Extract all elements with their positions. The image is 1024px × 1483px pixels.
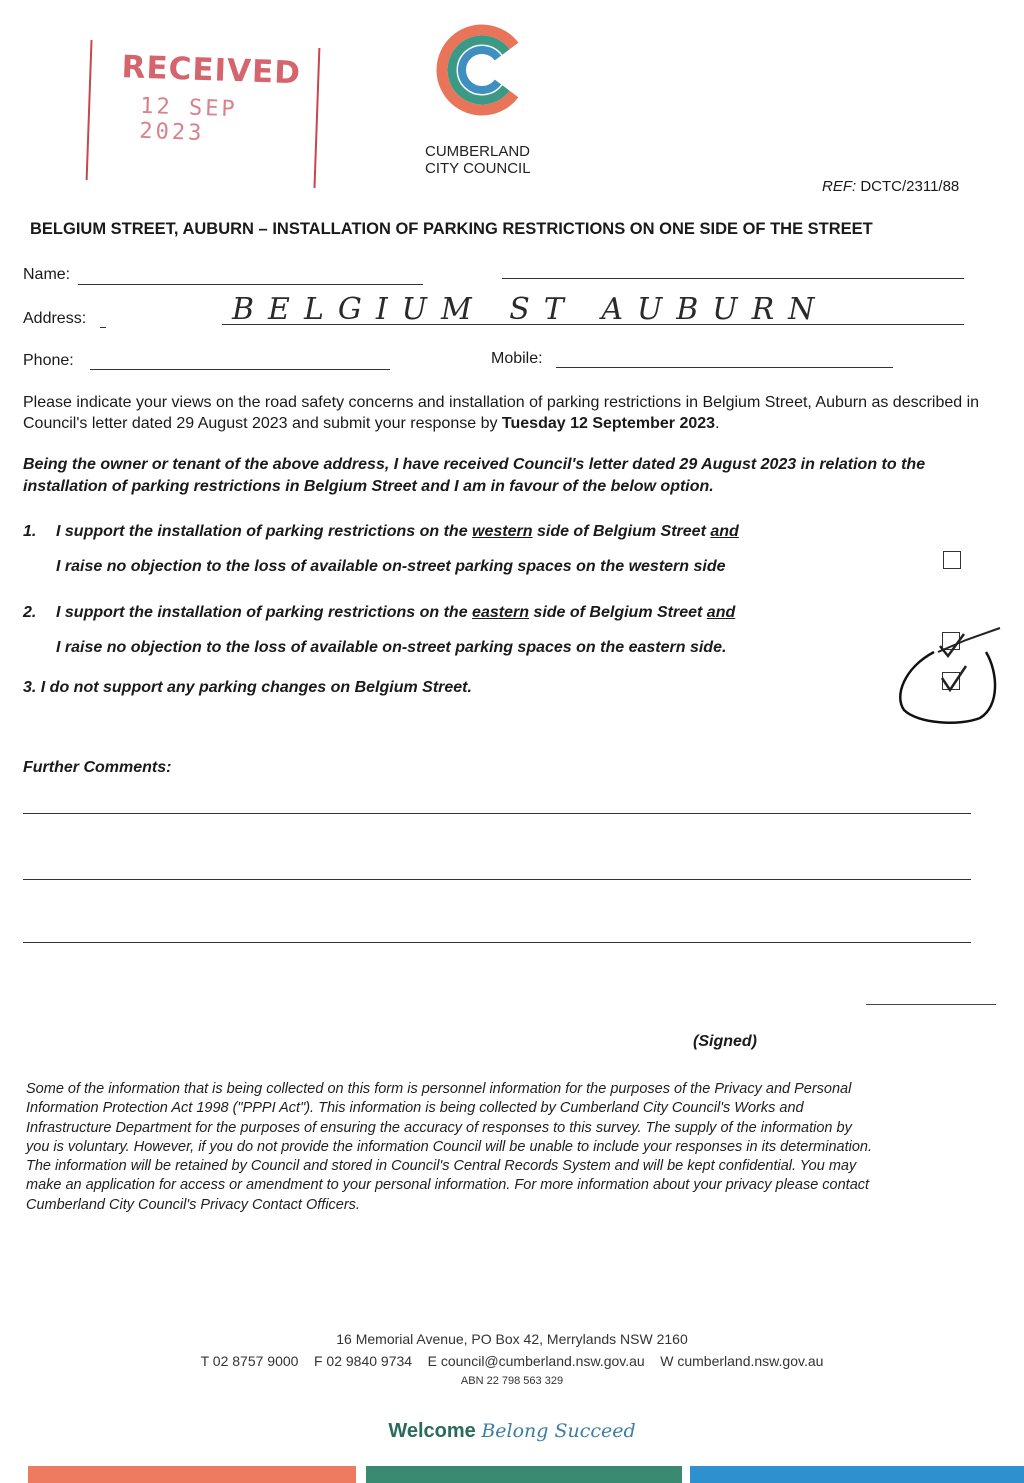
footer-bar-blue xyxy=(690,1466,1024,1483)
option-2-line-1: 2.I support the installation of parking … xyxy=(23,604,736,621)
council-name: CUMBERLAND CITY COUNCIL xyxy=(425,143,531,177)
option-2-line-2: I raise no objection to the loss of avai… xyxy=(56,639,727,656)
option-1-line-2: I raise no objection to the loss of avai… xyxy=(56,558,726,575)
phone-line[interactable] xyxy=(90,369,390,370)
footer-bar-green xyxy=(366,1466,682,1483)
name-label: Name: xyxy=(23,266,71,283)
tagline: Welcome Belong Succeed xyxy=(388,1420,636,1442)
signature-line[interactable] xyxy=(866,1004,996,1005)
footer-address: 16 Memorial Avenue, PO Box 42, Merryland… xyxy=(336,1331,688,1347)
phone-label: Phone: xyxy=(23,352,74,369)
mobile-line[interactable] xyxy=(556,367,893,368)
address-line-start xyxy=(100,327,106,328)
option-3-text: 3. I do not support any parking changes … xyxy=(23,679,472,696)
option-1-line-1: 1.I support the installation of parking … xyxy=(23,523,739,540)
stamp-title: RECEIVED xyxy=(120,49,302,92)
council-logo-icon xyxy=(436,24,519,116)
privacy-statement: Some of the information that is being co… xyxy=(26,1081,873,1213)
intro-paragraph: Please indicate your views on the road s… xyxy=(23,394,980,432)
footer-abn: ABN 22 798 563 329 xyxy=(460,1375,564,1387)
further-comments-label: Further Comments: xyxy=(23,759,172,776)
stamp-date: 12 SEP 2023 xyxy=(138,93,239,147)
comments-line-1[interactable] xyxy=(23,813,971,814)
footer-contacts: T 02 8757 9000 F 02 9840 9734 E council@… xyxy=(200,1353,824,1369)
address-line[interactable] xyxy=(222,324,964,325)
reference-number: REF: DCTC/2311/88 xyxy=(822,178,960,195)
received-stamp: RECEIVED 12 SEP 2023 xyxy=(85,40,321,188)
address-label: Address: xyxy=(23,310,87,327)
declaration: Being the owner or tenant of the above a… xyxy=(23,456,926,495)
option-1-checkbox[interactable] xyxy=(943,551,961,569)
address-handwritten: BELGIUM ST AUBURN xyxy=(232,292,829,327)
handwritten-check-mark xyxy=(899,627,1001,724)
footer-bar-orange xyxy=(28,1466,356,1483)
mobile-label: Mobile: xyxy=(491,350,543,367)
signed-label: (Signed) xyxy=(693,1033,757,1050)
comments-line-2[interactable] xyxy=(23,879,971,880)
comments-line-3[interactable] xyxy=(23,942,971,943)
name-line-2[interactable] xyxy=(502,278,964,279)
document-title: BELGIUM STREET, AUBURN – INSTALLATION OF… xyxy=(30,220,873,238)
name-line[interactable] xyxy=(78,284,423,285)
